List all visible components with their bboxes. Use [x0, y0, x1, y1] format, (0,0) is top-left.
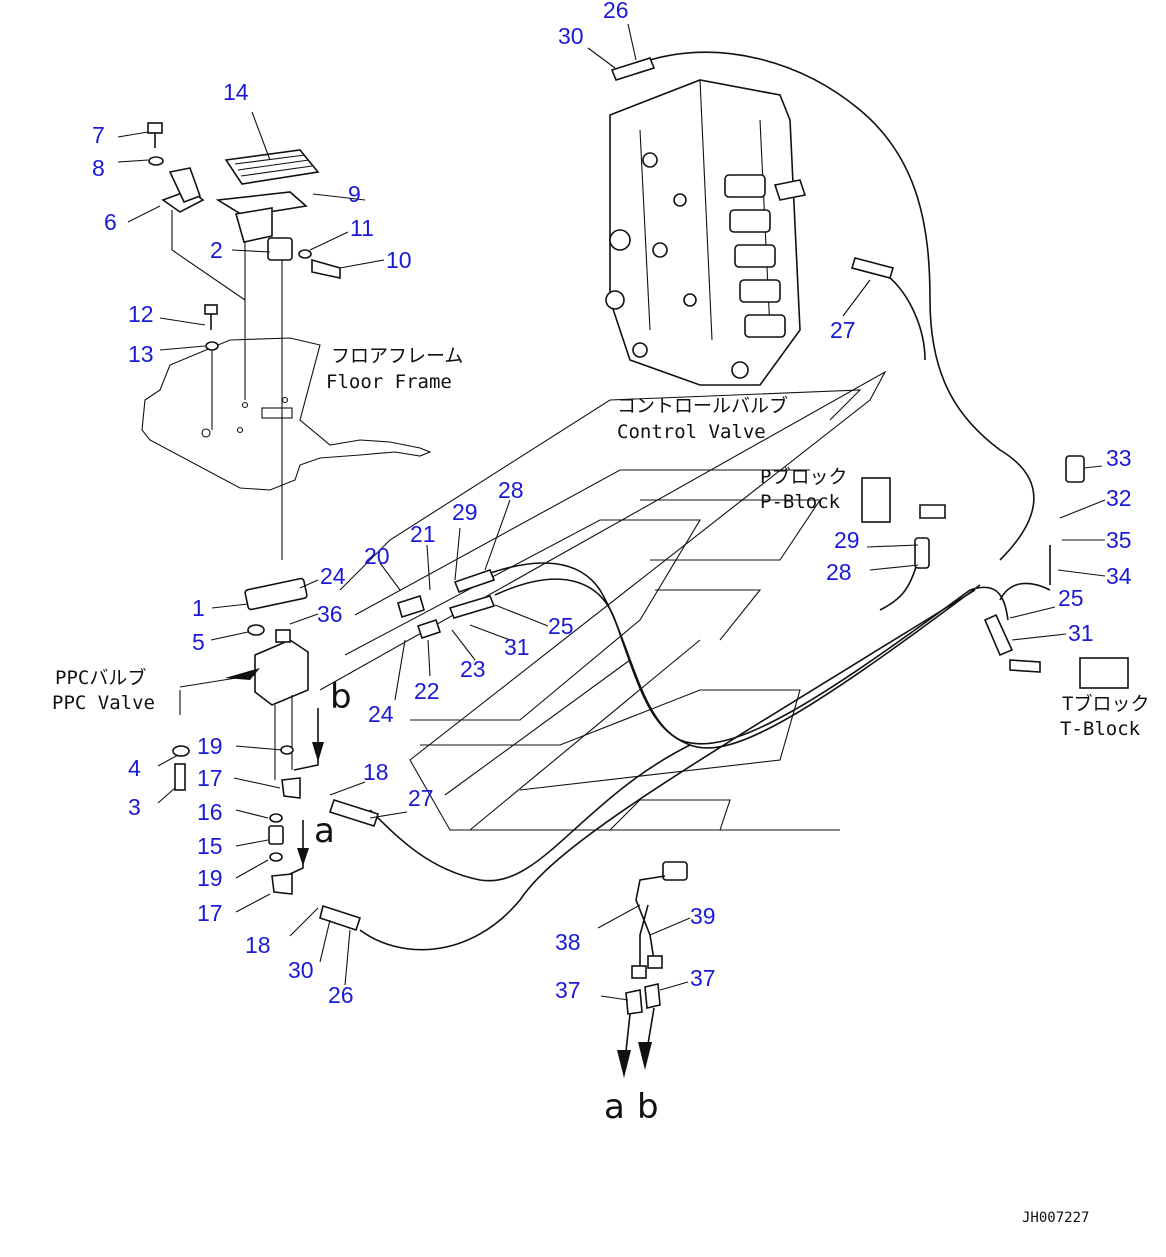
callout-35: 35: [1106, 527, 1132, 553]
p-block-label-en: P-Block: [760, 491, 841, 513]
hoses: [359, 51, 1051, 951]
floor-frame-label-en: Floor Frame: [326, 371, 452, 393]
callout-33: 33: [1106, 445, 1132, 471]
ppc-valve-label-en: PPC Valve: [52, 692, 155, 714]
callout-7: 7: [92, 122, 105, 148]
t-block-label-en: T-Block: [1060, 718, 1141, 740]
connection-label-b-bottom: b: [637, 1087, 659, 1127]
control-valve-label-jp: コントロールバルブ: [617, 394, 788, 417]
leader-lines: [117, 23, 1106, 1001]
floor-frame-label-jp: フロアフレーム: [331, 345, 463, 367]
callout-24-top: 24: [320, 563, 346, 589]
callout-17-bottom: 17: [197, 900, 223, 926]
callout-28-right: 28: [826, 559, 852, 585]
callout-8: 8: [92, 155, 105, 181]
callout-12: 12: [128, 301, 154, 327]
machine-outline: [319, 370, 887, 831]
callout-13: 13: [128, 341, 154, 367]
t-block-label-jp: Tブロック: [1062, 692, 1149, 715]
callout-31-mid: 31: [504, 634, 530, 660]
callout-19-bottom: 19: [197, 865, 223, 891]
callout-30-bottom: 30: [288, 957, 314, 983]
callout-38: 38: [555, 929, 581, 955]
callout-3: 3: [128, 794, 141, 820]
callout-37-left: 37: [555, 977, 581, 1003]
callout-27-top: 27: [830, 317, 856, 343]
callout-18-top: 18: [363, 759, 389, 785]
callout-25-mid: 25: [548, 613, 574, 639]
control-valve: [605, 79, 807, 386]
connection-label-a-bottom: a: [604, 1087, 625, 1127]
control-valve-label-en: Control Valve: [617, 421, 766, 443]
callout-18-bottom: 18: [245, 932, 271, 958]
callout-24-bottom: 24: [368, 701, 394, 727]
callout-numbers: 14 7 8 9 6 11 2 10 12 13 26 30 27 33 32 …: [92, 0, 1132, 1008]
ppc-valve-label-jp: PPCバルブ: [55, 666, 146, 689]
callout-29-mid: 29: [452, 499, 478, 525]
callout-31-right: 31: [1068, 620, 1094, 646]
callout-14: 14: [223, 79, 249, 105]
pedal-assembly: [147, 122, 341, 351]
callout-19-top: 19: [197, 733, 223, 759]
callout-15: 15: [197, 833, 223, 859]
callout-17-top: 17: [197, 765, 223, 791]
callout-37-right: 37: [690, 965, 716, 991]
callout-34: 34: [1106, 563, 1132, 589]
callout-20: 20: [364, 543, 390, 569]
drawing-code: JH007227: [1022, 1210, 1089, 1226]
callout-28-mid: 28: [498, 477, 524, 503]
callout-26-bottom: 26: [328, 982, 354, 1008]
callout-10: 10: [386, 247, 412, 273]
callout-29-right: 29: [834, 527, 860, 553]
callout-36: 36: [317, 601, 343, 627]
callout-27-bottom: 27: [408, 785, 434, 811]
floor-frame: [141, 200, 432, 560]
callout-39: 39: [690, 903, 716, 929]
callout-16: 16: [197, 799, 223, 825]
fittings: [319, 57, 1129, 932]
connection-label-a-mid: a: [314, 811, 335, 851]
callout-5: 5: [192, 629, 205, 655]
callout-11: 11: [350, 215, 374, 241]
component-labels: フロアフレーム Floor Frame コントロールバルブ Control Va…: [52, 345, 1149, 1226]
callout-30-top: 30: [558, 23, 584, 49]
callout-1: 1: [192, 595, 205, 621]
callout-21: 21: [410, 521, 436, 547]
callout-2: 2: [210, 237, 223, 263]
callout-9: 9: [348, 181, 361, 207]
callout-23: 23: [460, 656, 486, 682]
callout-22: 22: [414, 678, 440, 704]
flow-arrows: [225, 668, 655, 1078]
callout-32: 32: [1106, 485, 1132, 511]
callout-6: 6: [104, 209, 117, 235]
p-block-label-jp: Pブロック: [760, 465, 847, 488]
ppc-valve: [172, 577, 309, 895]
callout-4: 4: [128, 755, 141, 781]
connection-label-b-top: b: [330, 677, 352, 717]
callout-25-right: 25: [1058, 585, 1084, 611]
connector-harness: [625, 861, 688, 1015]
callout-26-top: 26: [603, 0, 629, 23]
